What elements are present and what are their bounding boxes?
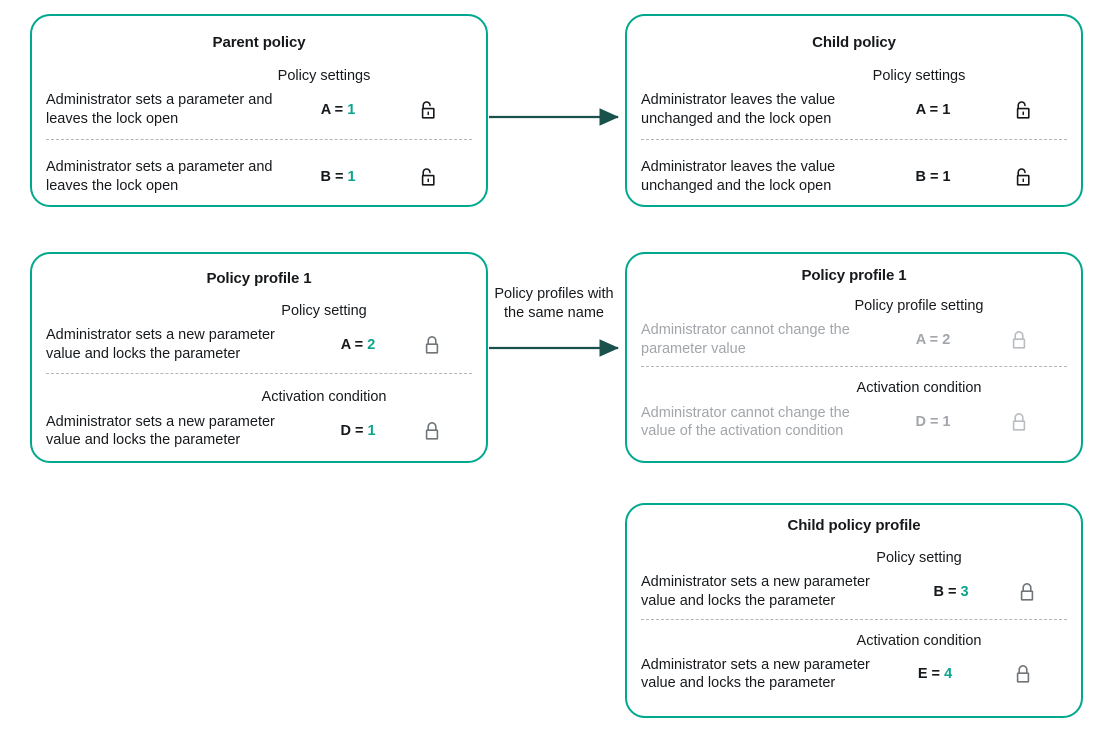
card-child-policy-profile: Child policy profile Policy setting Admi… — [625, 503, 1083, 718]
row-value: D = 1 — [310, 423, 406, 439]
section-heading: Policy profile setting — [854, 298, 984, 314]
lock-open-icon — [398, 166, 458, 188]
parameter-row: Administrator sets a new parameter value… — [627, 573, 1081, 610]
lock-closed-icon — [406, 334, 458, 356]
row-description: Administrator cannot change the paramete… — [641, 322, 850, 357]
row-description: Administrator sets a new parameter value… — [641, 656, 870, 692]
row-value: A = 1 — [278, 102, 398, 118]
card-title: Policy profile 1 — [206, 270, 312, 287]
row-number: 1 — [942, 169, 951, 186]
parameter-row: Administrator sets a parameter and leave… — [32, 91, 486, 128]
parameter-row: Administrator sets a new parameter value… — [627, 656, 1081, 693]
row-number: 1 — [347, 101, 356, 118]
parameter-row: Administrator sets a new parameter value… — [32, 326, 486, 363]
row-param: A = — [915, 331, 939, 348]
row-description: Administrator sets a parameter and leave… — [46, 159, 273, 195]
lock-closed-icon — [993, 329, 1045, 351]
card-section: Policy profile setting Administrator can… — [627, 298, 1081, 366]
card-title: Child policy profile — [787, 517, 921, 534]
card-section: Policy setting Administrator sets a new … — [627, 550, 1081, 619]
card-parent-policy: Parent policy Policy settings Administra… — [30, 14, 488, 207]
row-description: Administrator sets a new parameter value… — [46, 413, 275, 449]
section-heading: Activation condition — [856, 380, 982, 397]
row-description: Administrator cannot change the value of… — [641, 404, 850, 440]
row-number: 2 — [367, 336, 376, 353]
row-description: Administrator sets a parameter and leave… — [46, 92, 273, 127]
parameter-row: Administrator cannot change the value of… — [627, 404, 1081, 441]
card-section: Administrator sets a parameter and leave… — [32, 139, 486, 195]
lock-closed-icon — [997, 663, 1049, 685]
row-value: A = 2 — [873, 332, 993, 348]
card-policy-profile-1-right: Policy profile 1 Policy profile setting … — [625, 252, 1083, 463]
row-param: B = — [933, 583, 957, 600]
section-heading: Activation condition — [261, 389, 387, 406]
lock-closed-icon — [1001, 581, 1053, 603]
row-number: 2 — [942, 331, 951, 348]
row-param: A = — [915, 101, 939, 118]
row-number: 1 — [347, 169, 356, 186]
card-section: Policy setting Administrator sets a new … — [32, 303, 486, 373]
parameter-row: Administrator sets a new parameter value… — [32, 413, 486, 450]
row-number: 1 — [942, 414, 951, 431]
row-param: D = — [915, 414, 939, 431]
lock-open-icon — [398, 99, 458, 121]
lock-open-icon — [993, 166, 1053, 188]
row-value: E = 4 — [873, 666, 997, 682]
card-section: Activation condition Administrator sets … — [627, 619, 1081, 692]
lock-closed-icon — [993, 411, 1045, 433]
row-description: Administrator sets a new parameter value… — [641, 574, 870, 609]
card-section: Activation condition Administrator canno… — [627, 366, 1081, 440]
row-value: B = 3 — [901, 584, 1001, 600]
row-number: 3 — [960, 583, 969, 600]
card-title: Child policy — [812, 34, 896, 51]
section-heading: Policy settings — [872, 68, 966, 84]
row-param: B = — [320, 169, 344, 186]
card-title: Parent policy — [212, 34, 306, 51]
row-param: B = — [915, 169, 939, 186]
card-title: Policy profile 1 — [801, 267, 907, 284]
section-heading: Policy setting — [281, 303, 367, 319]
row-value: B = 1 — [278, 169, 398, 185]
parameter-row: Administrator leaves the value unchanged… — [627, 158, 1081, 195]
row-param: E = — [917, 666, 941, 683]
row-number: 1 — [942, 101, 951, 118]
parameter-row: Administrator sets a parameter and leave… — [32, 158, 486, 195]
section-heading: Policy setting — [876, 550, 962, 566]
row-number: 1 — [367, 423, 376, 440]
row-param: A = — [320, 101, 344, 118]
row-value: A = 2 — [310, 337, 406, 353]
section-heading: Policy settings — [277, 68, 371, 84]
connector-label-same-name: Policy profiles with the same name — [494, 286, 614, 321]
row-description: Administrator leaves the value unchanged… — [641, 92, 836, 127]
row-value: A = 1 — [873, 102, 993, 118]
parameter-row: Administrator leaves the value unchanged… — [627, 91, 1081, 128]
card-child-policy: Child policy Policy settings Administrat… — [625, 14, 1083, 207]
card-section: Activation condition Administrator sets … — [32, 373, 486, 449]
row-param: A = — [340, 336, 364, 353]
row-value: B = 1 — [873, 169, 993, 185]
row-description: Administrator sets a new parameter value… — [46, 327, 275, 362]
card-policy-profile-1-left: Policy profile 1 Policy setting Administ… — [30, 252, 488, 463]
card-section: Policy settings Administrator sets a par… — [32, 68, 486, 139]
row-number: 4 — [944, 666, 953, 683]
section-heading: Activation condition — [856, 633, 982, 650]
row-value: D = 1 — [873, 414, 993, 430]
row-param: D = — [340, 423, 364, 440]
lock-closed-icon — [406, 420, 458, 442]
lock-open-icon — [993, 99, 1053, 121]
parameter-row: Administrator cannot change the paramete… — [627, 321, 1081, 358]
card-section: Administrator leaves the value unchanged… — [627, 139, 1081, 195]
card-section: Policy settings Administrator leaves the… — [627, 68, 1081, 139]
row-description: Administrator leaves the value unchanged… — [641, 159, 836, 195]
